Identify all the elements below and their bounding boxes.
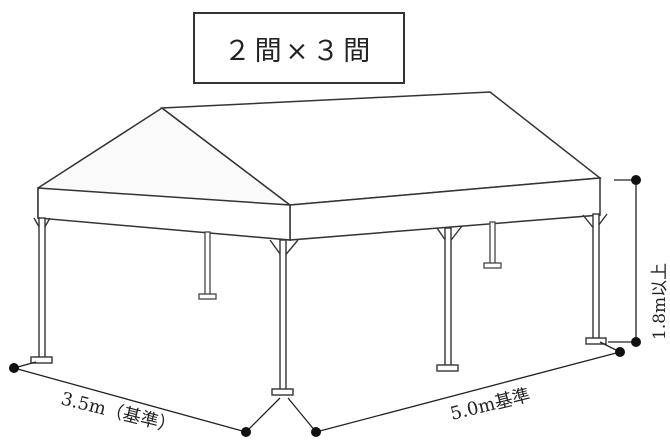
width-label: 3.5m（基準） [59,388,178,437]
front-legs [30,213,608,396]
title-box: ２間×３間 [193,12,405,84]
length-label: 5.0m基準 [448,385,532,425]
tent-size-title: ２間×３間 [223,35,375,67]
roof-skirt-left [37,187,291,241]
back-legs [198,221,502,300]
width-dimension [9,361,281,437]
length-dimension [287,341,625,437]
height-label: 1.8m以上 [650,263,670,340]
height-dimension [608,175,641,347]
